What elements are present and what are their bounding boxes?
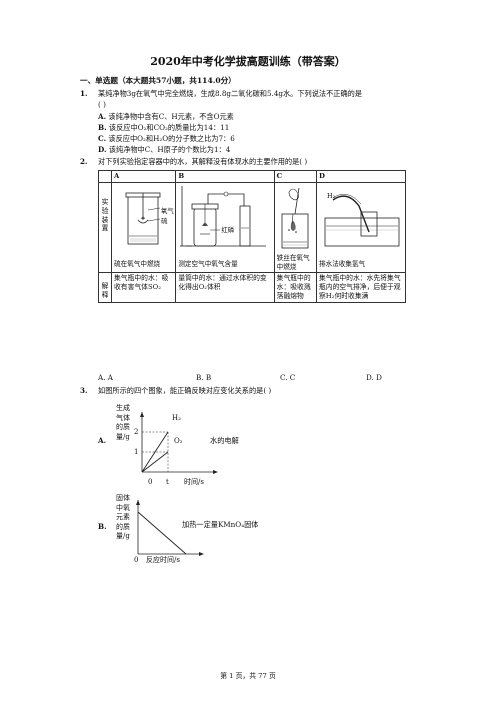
question-1-option-d: D. 该纯净物中C、H原子的个数比为1：4 xyxy=(98,145,231,154)
table-corner-cell xyxy=(98,170,112,183)
experiment-table: A B C D 实验装置 xyxy=(98,170,406,303)
question-1-stem: 某纯净物3g在氧气中完全燃烧，生成8.8g二氧化碳和5.4g水。下列说法不正确的… xyxy=(98,89,363,98)
cell-apparatus-c: 铁丝在氧气中燃烧 xyxy=(273,181,318,274)
graph-a-ytick-2: 2 xyxy=(134,428,139,436)
cell-apparatus-b: 红磷 测定空气中氧气含量 xyxy=(175,181,275,274)
cell-apparatus-a: 氧气 硫 硫在氧气中燃烧 xyxy=(110,181,177,274)
graph-b-origin: 0 xyxy=(134,556,139,564)
graph-a-origin: 0 xyxy=(148,478,153,486)
graph-a-series-h2: H₂ xyxy=(172,414,181,422)
label-red-phosphorus: 红磷 xyxy=(221,226,235,234)
header-d: D xyxy=(316,170,406,183)
caption-a: 硫在氧气中燃烧 xyxy=(114,260,161,268)
figure-a: 氧气 硫 xyxy=(114,184,174,260)
question-2-stem: 对下列实验指定容器中的水，其解释没有体现水的主要作用的是( ) xyxy=(98,157,308,166)
question-3-option-a-letter: A. xyxy=(98,436,107,445)
label-h2: H₂ xyxy=(327,192,336,200)
graph-a-x-arrow xyxy=(213,470,218,474)
question-1-stem-paren: ( ) xyxy=(98,100,106,109)
graph-a-electrolysis xyxy=(140,412,218,474)
explanation-b: 量筒中的水：通过水体积的变化得出O₂体积 xyxy=(175,272,275,303)
question-2-number: 2. xyxy=(80,157,88,166)
question-3-number: 3. xyxy=(80,386,88,395)
explanation-c: 集气瓶中的水：吸收溅落融熔物 xyxy=(273,272,318,303)
question-3-option-b-letter: B. xyxy=(98,522,107,531)
section-heading: 一、单选题（本大题共57小题，共114.0分） xyxy=(80,76,236,85)
table-header-row: A B C D xyxy=(98,170,406,183)
caption-c: 铁丝在氧气中燃烧 xyxy=(276,254,310,271)
graph-a-xtick-t: t xyxy=(166,478,169,486)
hydrogen-collection-figure xyxy=(324,193,400,247)
graph-a-xlabel: 时间/s xyxy=(184,478,204,486)
graph-b-x-arrow xyxy=(199,552,204,556)
graph-a-y-arrow xyxy=(140,412,144,417)
cell-apparatus-d: H₂ 排水法收集氢气 xyxy=(316,181,406,274)
question-1-option-b: B. 该反应中O₂和CO₂的质量比为14：11 xyxy=(98,123,230,132)
question-1-number: 1. xyxy=(80,89,88,98)
graph-b-ylabel: 固体 中氧 元素 的质 量/g xyxy=(116,494,130,540)
question-2-answer-d: D. D xyxy=(366,373,382,382)
label-sulfur: 硫 xyxy=(161,217,168,225)
graph-b-description: 加热一定量KMnO₄固体 xyxy=(182,520,259,529)
label-oxygen: 氧气 xyxy=(161,207,174,215)
graph-a-ylabel: 生成 气体 的质 量/g xyxy=(116,404,130,441)
graph-a-line-h2 xyxy=(141,431,169,473)
table-row-apparatus: 实验装置 氧气 xyxy=(98,181,406,274)
question-1-option-a: A. 该纯净物中含有C、H元素，不含O元素 xyxy=(98,112,234,121)
graph-b-y-arrow xyxy=(136,500,140,505)
explanation-a: 集气瓶中的水：吸收有害气体SO₂ xyxy=(110,272,177,303)
iron-wire-figure xyxy=(281,187,309,249)
header-c: C xyxy=(273,170,318,183)
question-2-answer-a: A. A xyxy=(98,373,113,382)
row-label-apparatus: 实验装置 xyxy=(98,181,112,274)
oxygen-content-figure xyxy=(180,186,267,247)
graph-b-line xyxy=(137,511,187,555)
figure-b: 红磷 xyxy=(178,184,271,260)
graph-a-ytick-1: 1 xyxy=(134,448,139,456)
table-row-explanation: 解释 集气瓶中的水：吸收有害气体SO₂ 量筒中的水：通过水体积的变化得出O₂体积… xyxy=(98,272,406,303)
sulfur-burning-figure xyxy=(125,192,161,245)
header-b: B xyxy=(175,170,275,183)
graph-a-description: 水的电解 xyxy=(210,436,239,445)
graph-a-line-o2 xyxy=(141,451,169,473)
question-2-answer-c: C. C xyxy=(280,373,296,382)
question-1-option-c: C. 该反应中O₂和H₂O的分子数之比为7：6 xyxy=(98,134,235,143)
figure-d: H₂ xyxy=(319,184,403,260)
page-footer: 第 1 页，共 77 页 xyxy=(220,672,276,680)
graph-b-xlabel: 反应时间/s xyxy=(146,556,180,564)
graph-b-kmno4 xyxy=(136,500,204,556)
page-title: 2020年中考化学拔高题训练（带答案） xyxy=(150,55,346,68)
explanation-d: 集气瓶中的水：水先将集气瓶内的空气排净，后便于观察H₂何时收集满 xyxy=(316,272,406,303)
header-a: A xyxy=(110,170,177,183)
row-label-explanation: 解释 xyxy=(98,272,112,303)
graph-a-series-o2: O₂ xyxy=(174,437,183,445)
caption-d: 排水法收集氢气 xyxy=(319,260,366,268)
question-3-stem: 如图所示的四个图象，能正确反映对应变化关系的是( ) xyxy=(98,386,272,395)
caption-b: 测定空气中氧气含量 xyxy=(178,260,238,268)
figure-c xyxy=(277,184,314,254)
question-2-answer-b: B. B xyxy=(196,373,212,382)
